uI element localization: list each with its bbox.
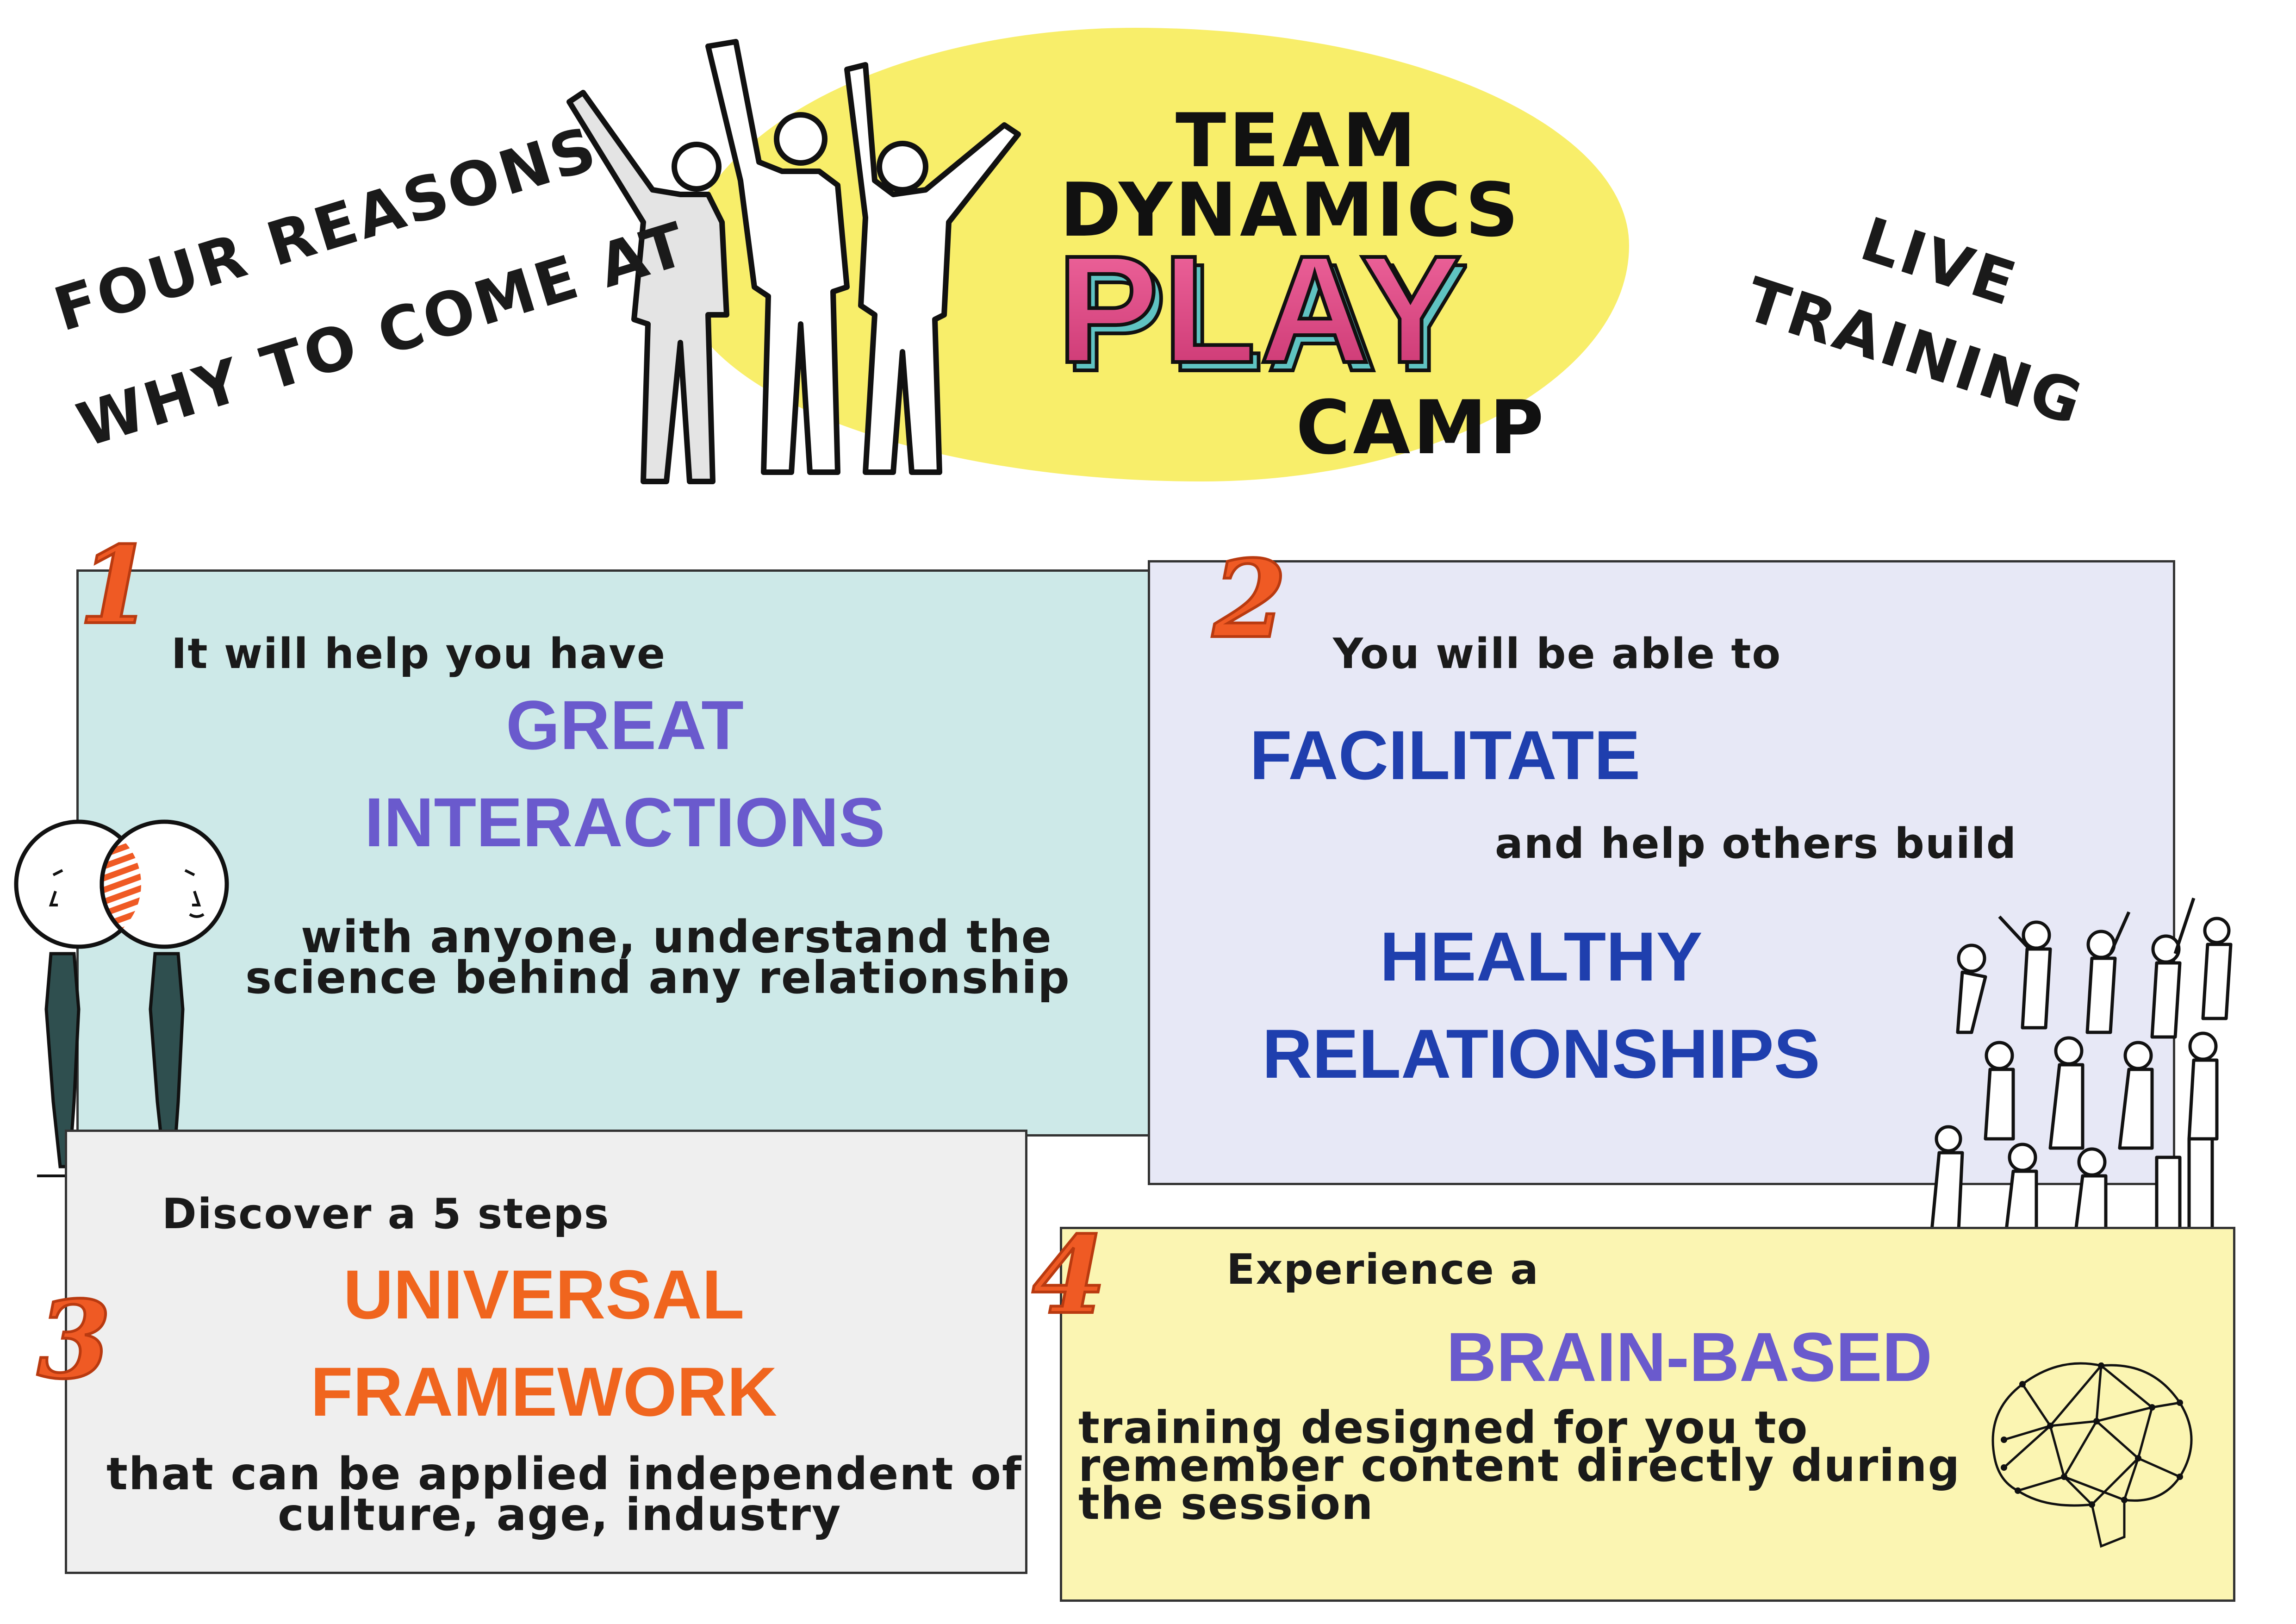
reason-number-3: 3 bbox=[36, 1276, 112, 1404]
reason-2-headline-facilitate: FACILITATE bbox=[1250, 716, 1641, 794]
brain-network-icon bbox=[1991, 1362, 2193, 1548]
play-wordmark: PLAY PLAY bbox=[1055, 236, 1467, 394]
cheering-people-icon bbox=[566, 39, 1021, 484]
reason-4-body-line3: the session bbox=[1078, 1478, 1374, 1530]
reason-3-body-line1: that can be applied independent of bbox=[106, 1448, 1022, 1500]
reason-4-headline-brain-based: BRAIN-BASED bbox=[1446, 1318, 1932, 1396]
people-pyramid-icon bbox=[1928, 897, 2233, 1252]
reason-2-lead: You will be able to bbox=[1333, 630, 1782, 678]
play-text: PLAY bbox=[1057, 236, 1465, 394]
title-line-camp: CAMP bbox=[1296, 384, 1547, 471]
reason-1-headline-great: GREAT bbox=[506, 686, 744, 764]
reason-4-body-line2: remember content directly during bbox=[1078, 1440, 1961, 1492]
reason-3-headline-universal: UNIVERSAL bbox=[343, 1255, 745, 1333]
reason-2-headline-healthy: HEALTHY bbox=[1380, 918, 1703, 995]
reason-number-1: 1 bbox=[77, 522, 154, 650]
overlapping-heads-icon bbox=[14, 819, 229, 1177]
reason-2-middle: and help others build bbox=[1495, 819, 2017, 868]
reason-number-2: 2 bbox=[1211, 536, 1288, 663]
svg-text:PLAY: PLAY bbox=[1064, 236, 1467, 394]
reason-3-headline-framework: FRAMEWORK bbox=[310, 1353, 778, 1430]
title-line-dynamics: DYNAMICS bbox=[1060, 167, 1522, 253]
reason-3-lead: Discover a 5 steps bbox=[162, 1190, 610, 1238]
title-line-team: TEAM bbox=[1176, 97, 1419, 184]
reason-1-lead: It will help you have bbox=[171, 630, 666, 678]
reason-panel-4 bbox=[1060, 1227, 2235, 1602]
reason-number-4: 4 bbox=[1031, 1212, 1108, 1339]
reason-1-body-line1: with anyone, understand the bbox=[301, 911, 1052, 963]
reason-4-lead: Experience a bbox=[1226, 1245, 1539, 1294]
reason-1-headline-interactions: INTERACTIONS bbox=[364, 783, 885, 861]
reason-2-headline-relationships: RELATIONSHIPS bbox=[1262, 1015, 1820, 1093]
reason-4-body-line1: training designed for you to bbox=[1078, 1402, 1809, 1454]
reason-panel-3 bbox=[65, 1130, 1027, 1574]
reason-panel-1 bbox=[76, 569, 1152, 1137]
reason-1-body-line2: science behind any relationship bbox=[245, 952, 1070, 1004]
reason-3-body-line2: culture, age, industry bbox=[278, 1489, 842, 1541]
